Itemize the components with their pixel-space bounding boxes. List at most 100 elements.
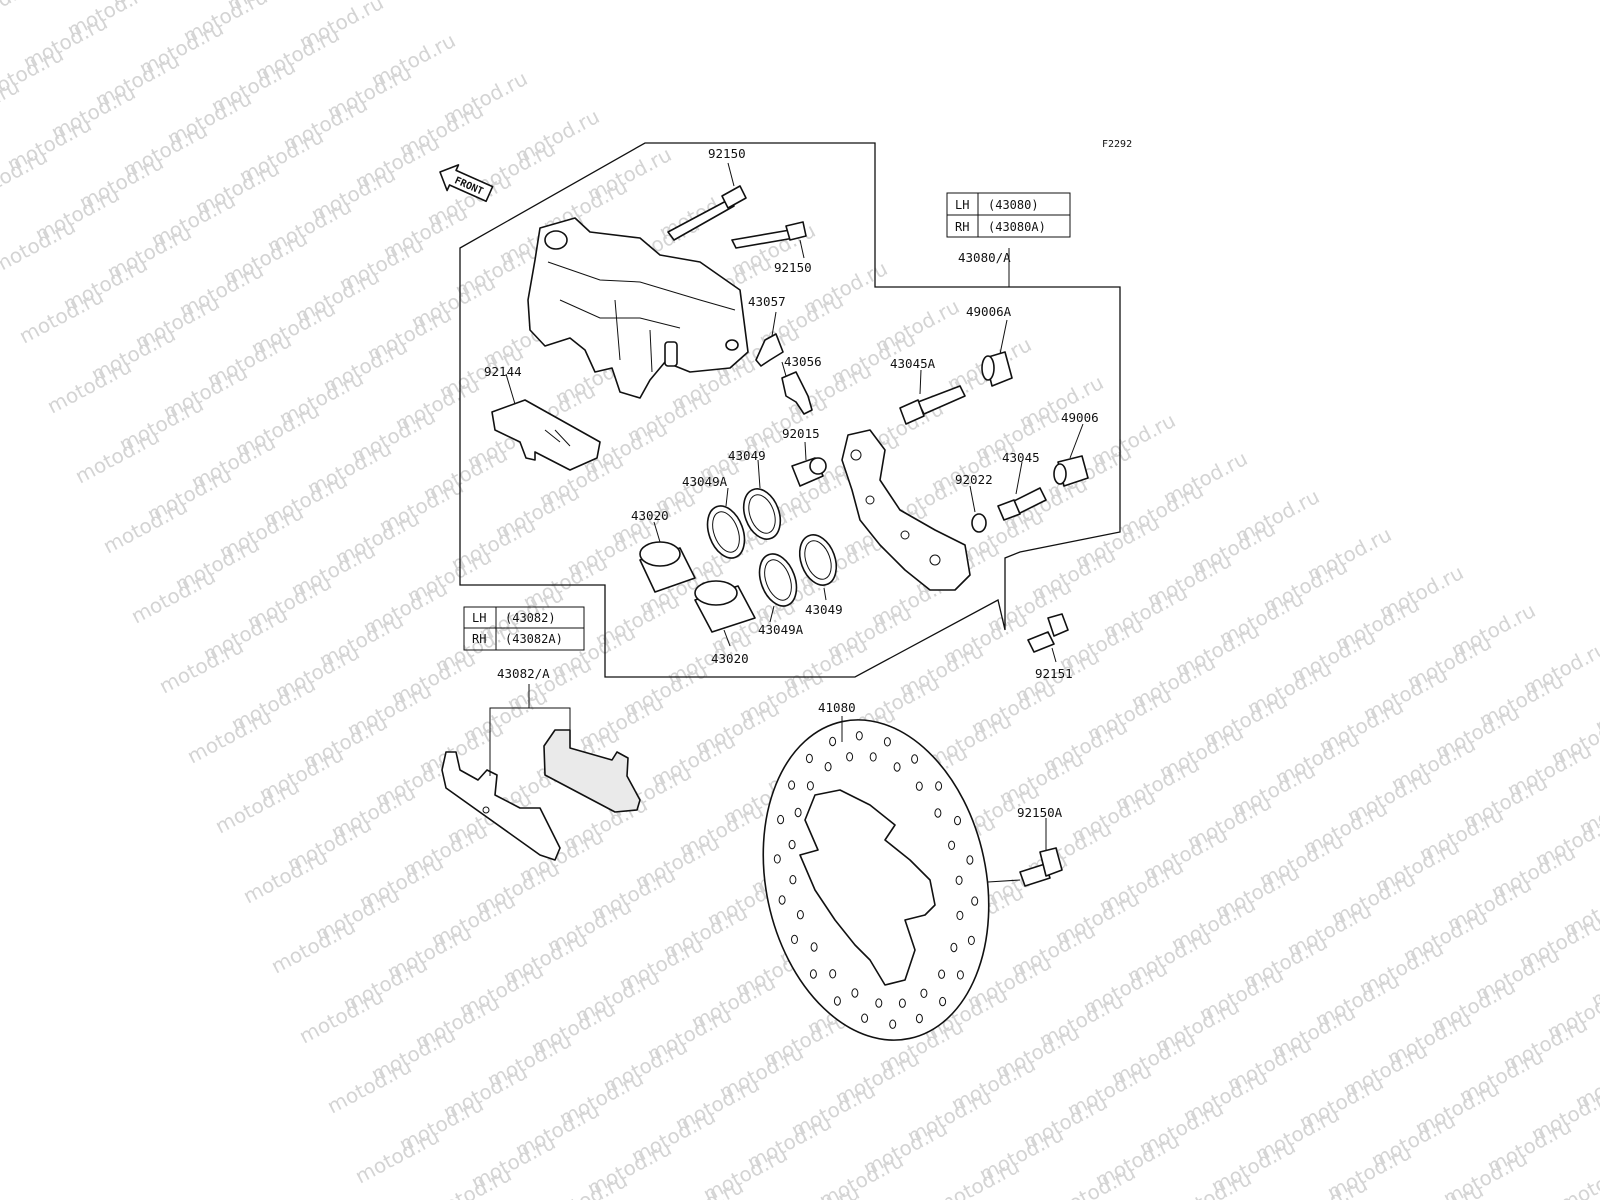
part-label: 43045 [1002, 450, 1040, 465]
vent-hole [869, 752, 877, 762]
vent-hole [939, 996, 947, 1007]
vent-hole [806, 781, 814, 791]
vent-hole [915, 1013, 923, 1024]
caliper-pin-lower [731, 221, 807, 249]
part-label: 43056 [784, 354, 822, 369]
bracket-pin [997, 487, 1047, 521]
vent-hole [824, 762, 832, 772]
vent-hole [791, 934, 798, 945]
vent-hole [875, 998, 883, 1008]
part-label: 43080/A [958, 250, 1011, 265]
part-label: 43049A [758, 622, 804, 637]
vent-hole [911, 754, 919, 764]
vent-hole [796, 910, 804, 920]
dust-seal-bottom [758, 553, 798, 607]
part-label: 49006A [966, 304, 1012, 319]
caliper-body [527, 217, 749, 399]
watermark-text: motod.ru [931, 1154, 1023, 1200]
caliper-pin-upper [667, 185, 747, 241]
vent-hole [966, 855, 974, 865]
vent-hole [920, 988, 928, 998]
vent-hole [938, 969, 946, 979]
vent-hole [967, 935, 975, 946]
pin-boot [1053, 455, 1089, 487]
watermark-text: motod.ru [1047, 1160, 1139, 1200]
part-label: 92022 [955, 472, 993, 487]
vent-hole [773, 854, 781, 864]
dust-seal-top [706, 505, 746, 559]
table-cell-code: (43082A) [505, 632, 563, 646]
part-label: 43057 [748, 294, 786, 309]
brake-pad-left [441, 751, 561, 861]
part-label: 43049 [728, 448, 766, 463]
part-label: 43020 [631, 508, 669, 523]
part-label: 92151 [1035, 666, 1073, 681]
part-label: 43049 [805, 602, 843, 617]
table-cell-side: RH [472, 632, 486, 646]
vent-hole [778, 895, 786, 905]
part-label: 92150 [708, 146, 746, 161]
washer [971, 513, 987, 533]
bleeder-valve [781, 371, 813, 415]
caliper-assembly-outline [459, 142, 1121, 678]
vent-hole [855, 731, 863, 741]
vent-hole [794, 807, 802, 818]
part-label: 43049A [682, 474, 728, 489]
vent-hole [883, 737, 891, 747]
part-label: 49006 [1061, 410, 1099, 425]
watermark-text: motod.ru [423, 1162, 515, 1200]
vent-hole [889, 1019, 897, 1029]
sleeve [791, 457, 827, 487]
vent-hole [956, 910, 964, 921]
vent-hole [809, 969, 817, 979]
pad-spring [491, 399, 601, 471]
pads-side-table: LH (43082) RH (43082A) [463, 606, 585, 651]
vent-hole [893, 762, 901, 772]
vent-hole [788, 839, 796, 850]
table-cell-code: (43082) [505, 611, 556, 625]
watermark-text: motod.ru [0, 0, 39, 36]
leader-lines [489, 162, 1084, 883]
disc-vent-holes [773, 731, 979, 1029]
bleeder-cap [755, 333, 784, 367]
part-label: 92015 [782, 426, 820, 441]
part-label: 92150 [774, 260, 812, 275]
part-label: 43020 [711, 651, 749, 666]
table-cell-side: LH [955, 198, 969, 212]
vent-hole [950, 942, 958, 953]
vent-hole [810, 942, 818, 952]
vent-hole [971, 896, 979, 906]
table-cell-code: (43080A) [988, 220, 1046, 234]
piston-seal-bottom [798, 534, 838, 586]
bracket-bolt [1027, 613, 1069, 653]
vent-hole [829, 736, 837, 747]
caliper-side-table: LH (43080) RH (43080A) [946, 192, 1071, 238]
vent-hole [898, 998, 906, 1008]
vent-hole [851, 988, 859, 998]
vent-hole [829, 969, 837, 979]
vent-hole [954, 815, 961, 826]
piston-bottom [694, 580, 756, 633]
vent-hole [805, 753, 813, 764]
diagram-code: F2292 [1102, 139, 1132, 150]
part-label: 92144 [484, 364, 522, 379]
vent-hole [846, 752, 854, 762]
table-cell-side: RH [955, 220, 969, 234]
table-cell-side: LH [472, 611, 486, 625]
vent-hole [915, 781, 923, 791]
vent-hole [789, 875, 797, 885]
vent-hole [777, 814, 785, 825]
table-cell-code: (43080) [988, 198, 1039, 212]
piston-seal-top [742, 488, 782, 540]
vent-hole [956, 970, 964, 980]
vent-hole [861, 1013, 869, 1023]
vent-hole [934, 808, 942, 818]
part-label: 43082/A [497, 666, 550, 681]
part-label: 92150A [1017, 805, 1063, 820]
part-label: 43045A [890, 356, 936, 371]
part-label: 41080 [818, 700, 856, 715]
vent-hole [788, 780, 796, 790]
